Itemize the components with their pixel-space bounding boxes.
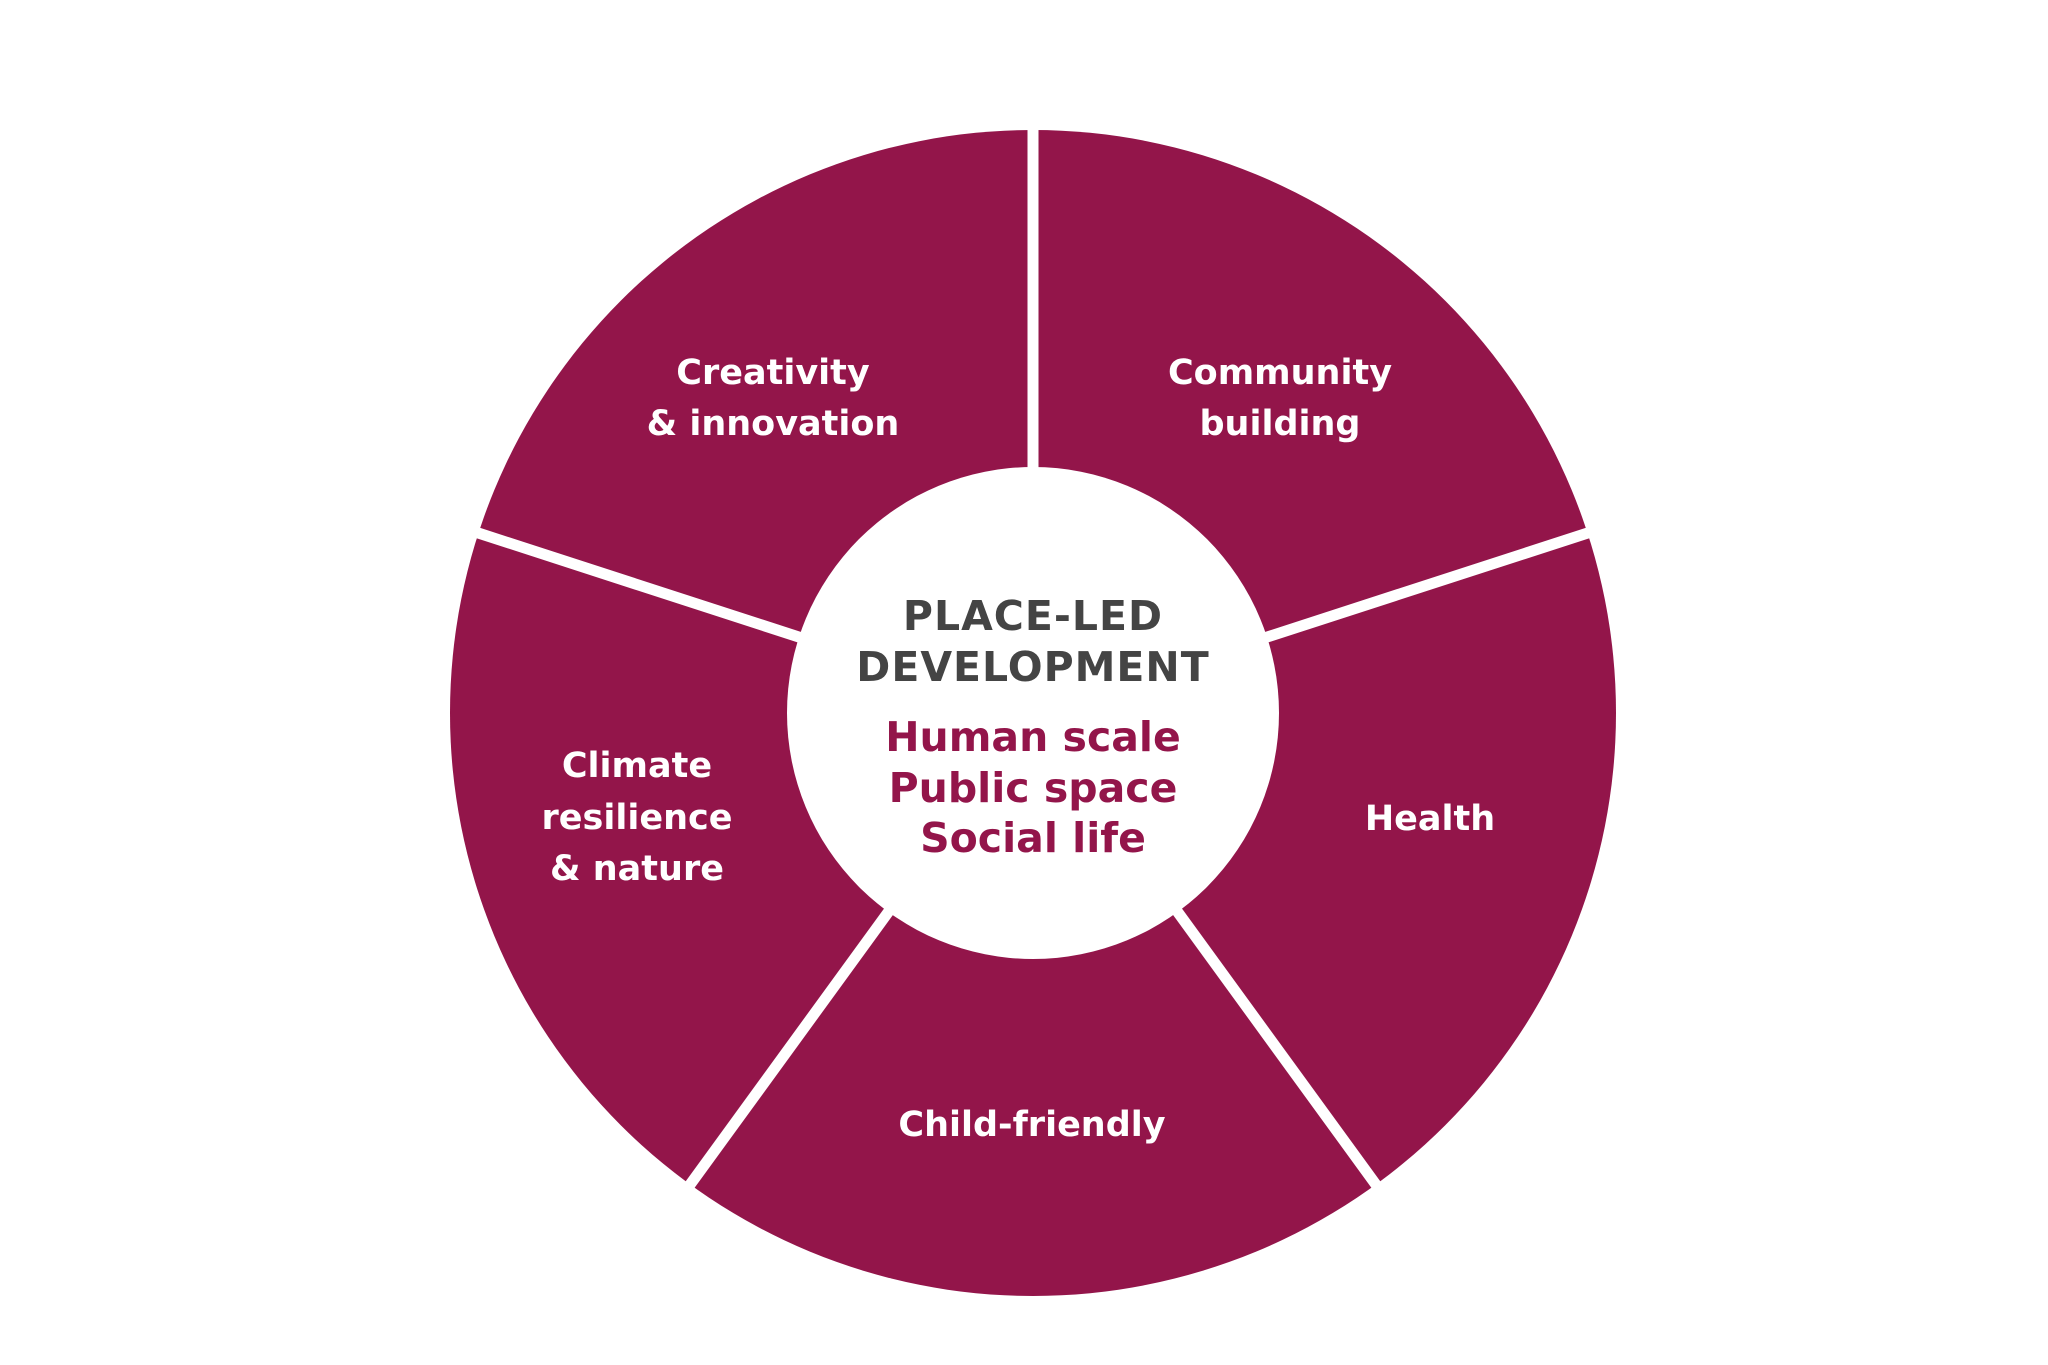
segment-label-line: Climate [562,746,712,786]
center-sub-human-scale: Human scale [885,713,1181,761]
center-title-line-1: PLACE-LED [903,592,1163,640]
segment-label-line: building [1200,404,1361,444]
segment-climate-resilience-nature: Climate resilience & nature [542,746,733,889]
segment-label-line: Child-friendly [898,1105,1165,1145]
center-title-line-2: DEVELOPMENT [856,643,1209,691]
segment-label-line: Health [1365,799,1495,839]
segment-label-line: resilience [542,798,733,838]
center-sub-social-life: Social life [920,814,1146,862]
segment-label-line: Creativity [676,353,870,393]
center-hub [787,467,1279,959]
segment-label-line: & innovation [647,404,900,444]
segment-label-line: Community [1168,353,1392,393]
segment-child-friendly: Child-friendly [898,1105,1165,1145]
segment-health: Health [1365,799,1495,839]
segment-creativity-innovation: Creativity & innovation [647,353,900,444]
segment-community-building: Community building [1168,353,1392,444]
segment-label-line: & nature [550,849,724,889]
segment-dividers [467,120,1599,1197]
center-sub-public-space: Public space [889,764,1178,812]
